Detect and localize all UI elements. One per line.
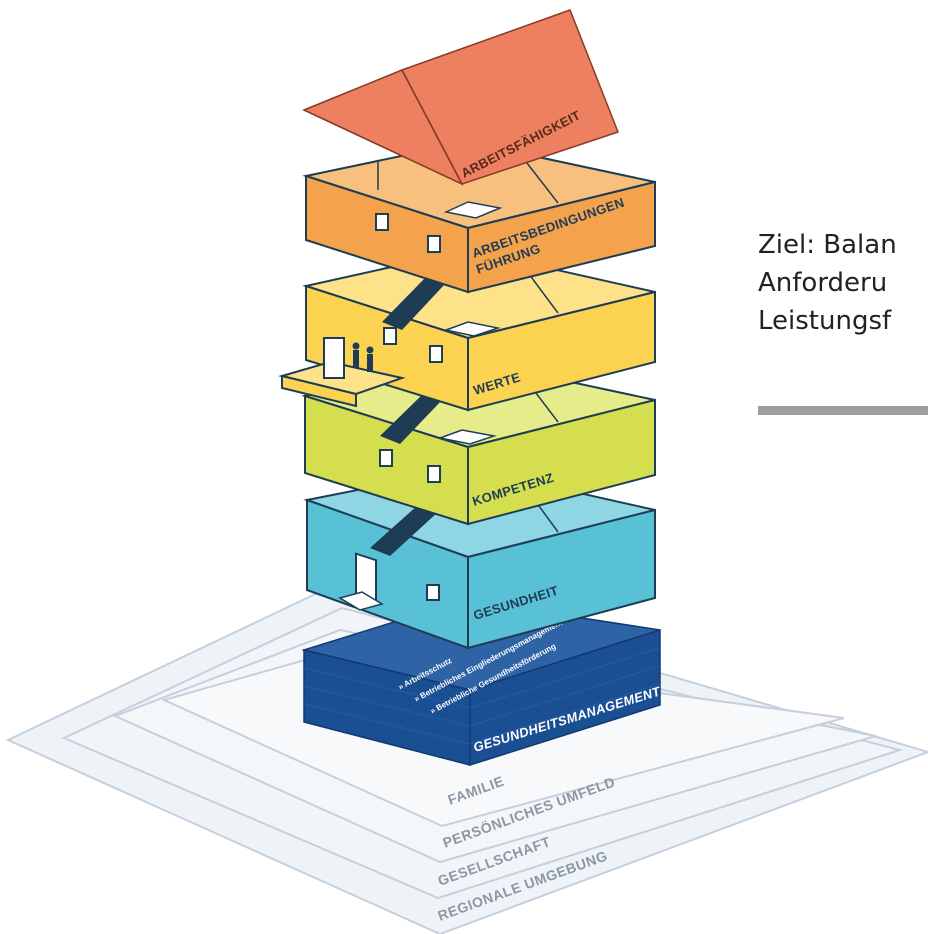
- stair-opening-kompetenz: [437, 429, 497, 445]
- floor-arbeitsbedingungen-front: [467, 180, 656, 294]
- stair-werte: [382, 278, 445, 330]
- floor-gesundheit-front: [467, 508, 656, 650]
- floor-arbeitsbedingungen: ARBEITSBEDINGUNGEN FÜHRUNG: [302, 140, 656, 294]
- roof: ARBEITSFÄHIGKEIT: [302, 9, 619, 186]
- stair-opening-arbeitsbedingungen: [443, 201, 503, 219]
- foundation-front: [469, 628, 661, 767]
- window: [429, 345, 443, 363]
- entrance-step: [338, 591, 384, 611]
- goal-divider: [758, 406, 928, 415]
- window: [427, 465, 441, 483]
- window: [375, 213, 389, 231]
- floor-werte: WERTE: [278, 248, 656, 412]
- stair-opening-werte: [443, 321, 501, 337]
- window: [379, 449, 393, 467]
- goal-line-1: Ziel: Balan: [758, 230, 897, 260]
- window: [426, 584, 440, 601]
- stair-gesundheit: [370, 505, 438, 556]
- goal-text: Ziel: Balan Anforderu Leistungsf: [758, 226, 928, 340]
- window: [383, 327, 397, 345]
- goal-line-2: Anforderu: [758, 268, 888, 298]
- floor-kompetenz-front: [467, 398, 656, 526]
- goal-line-3: Leistungsf: [758, 306, 892, 336]
- people-figures: [352, 342, 374, 372]
- window: [427, 235, 441, 253]
- stair-kompetenz: [380, 392, 444, 444]
- balcony-front: [281, 374, 357, 408]
- door: [323, 337, 345, 379]
- floor-werte-front: [467, 290, 656, 412]
